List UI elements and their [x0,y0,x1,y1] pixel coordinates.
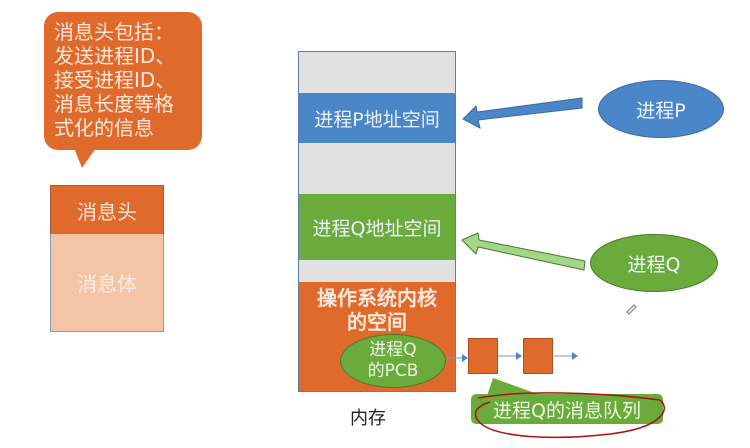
callout-line: 消息头包括： [54,20,174,44]
process-p-space-label: 进程P地址空间 [314,108,440,131]
memory-caption: 内存 [350,408,386,429]
pcb-line1: 进程Q [369,340,417,360]
message-head-box: 消息头 [50,185,164,235]
process-q-label: 进程Q [627,253,681,276]
queue-message-node [523,338,553,374]
callout-line: 发送进程ID、 [54,44,176,68]
pcb-line2: 的PCB [367,361,419,381]
message-header-callout: 消息头包括： 发送进程ID、 接受进程ID、 消息长度等格 式化的信息 [44,12,202,150]
process-q-pcb: 进程Q 的PCB [340,334,446,388]
arrow-q-to-space [461,232,586,271]
message-body-label: 消息体 [77,272,137,296]
message-head-label: 消息头 [77,199,137,224]
message-body-box: 消息体 [50,234,164,332]
process-p-address-space: 进程P地址空间 [298,93,456,143]
process-q-address-space: 进程Q地址空间 [298,194,456,260]
callout-tail [74,148,96,168]
queue-arrowhead-2 [516,352,522,360]
queue-message-node [468,338,498,374]
red-circle-annotation [474,392,665,439]
pen-cursor-icon [626,304,637,315]
process-p-label: 进程P [636,99,686,122]
memory-free-top [298,51,456,93]
kernel-label-line1: 操作系统内核 [317,286,437,310]
process-p-node: 进程P [598,80,724,138]
arrow-p-to-space [462,97,583,129]
kernel-label-line2: 的空间 [347,310,407,334]
message-queue-label-box: 进程Q的消息队列 [471,394,663,424]
queue-arrowhead-3 [572,352,578,360]
callout-line: 接受进程ID、 [54,68,176,92]
callout-line: 消息长度等格 [54,92,174,116]
memory-free-bottom [298,260,456,282]
message-queue-label: 进程Q的消息队列 [493,399,641,422]
callout-line: 式化的信息 [54,116,154,140]
process-q-node: 进程Q [590,234,718,292]
queue-callout-tail [487,378,543,396]
memory-free-middle [298,143,456,194]
process-q-space-label: 进程Q地址空间 [312,217,442,240]
queue-arrowhead-1 [462,354,468,362]
